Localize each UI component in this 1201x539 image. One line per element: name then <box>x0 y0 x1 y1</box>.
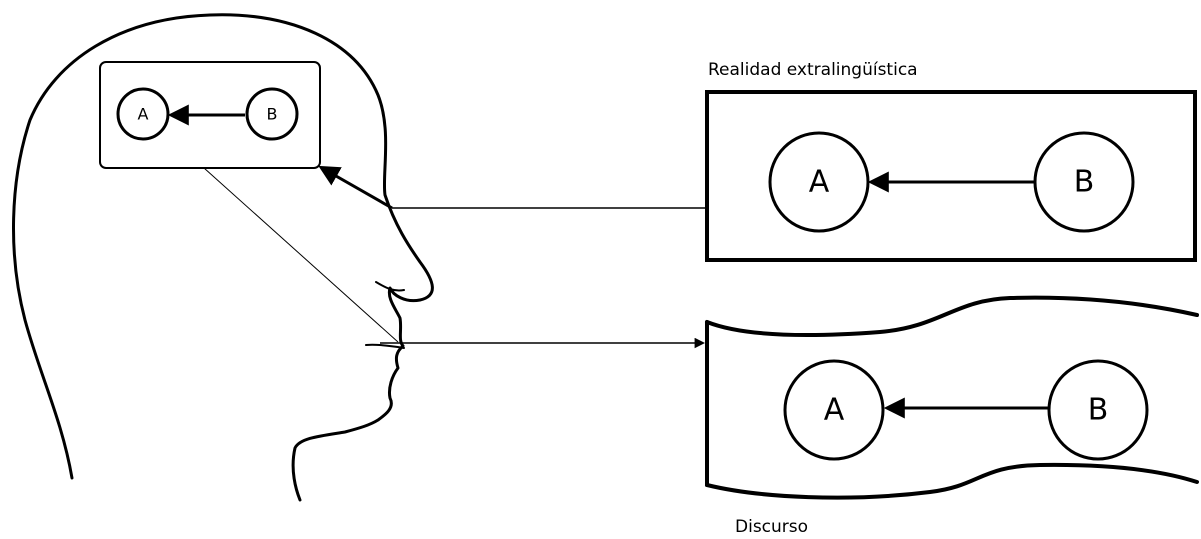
reality-box: B A <box>705 90 1197 262</box>
reality-caption: Realidad extralingüística <box>708 60 918 80</box>
mind-to-mouth-line <box>203 167 399 343</box>
head-profile <box>12 13 434 502</box>
discourse-node-a <box>783 359 885 461</box>
discourse-caption: Discurso <box>735 517 808 537</box>
mind-node-b-label: B <box>267 105 278 124</box>
reality-node-b <box>1033 131 1135 233</box>
mind-node-b <box>245 87 299 141</box>
discourse-node-a-label: A <box>824 393 845 428</box>
discourse-node-b-label: B <box>1088 393 1109 428</box>
mind-node-a-label: A <box>138 105 149 124</box>
perception-connector <box>318 165 705 210</box>
discourse-box: B A <box>705 295 1199 500</box>
discourse-node-b <box>1047 359 1149 461</box>
mind-box: B A <box>99 61 321 169</box>
reality-node-b-label: B <box>1074 165 1095 200</box>
reality-node-a-label: A <box>809 165 830 200</box>
